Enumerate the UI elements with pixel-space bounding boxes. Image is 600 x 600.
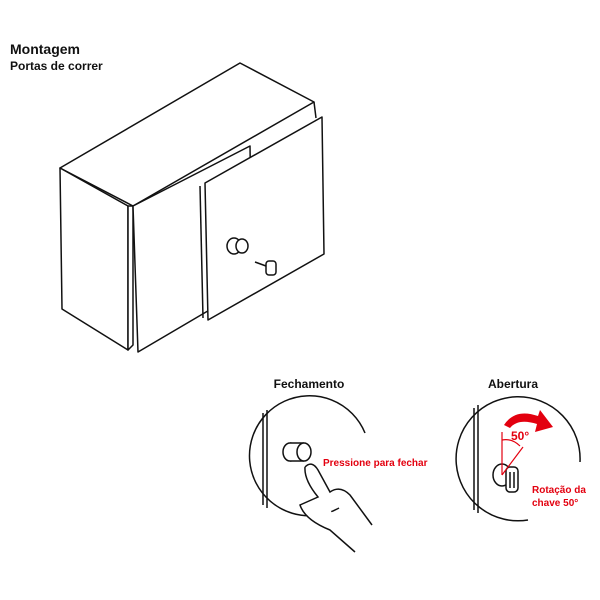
cabinet-back-edge <box>127 205 134 351</box>
rotation-angle-label: 50° <box>511 429 529 443</box>
closing-title: Fechamento <box>274 377 345 391</box>
page-title: Montagem <box>10 41 80 57</box>
cabinet-illustration <box>59 62 325 353</box>
closing-instruction: Pressione para fechar <box>323 458 428 469</box>
lock-icon <box>226 237 249 255</box>
pressing-hand-icon <box>299 463 373 553</box>
lock-cylinder-icon <box>282 442 312 462</box>
opening-title: Abertura <box>488 377 538 391</box>
opening-detail <box>455 396 581 522</box>
rotation-angle-indicator <box>501 432 524 476</box>
closing-detail <box>248 395 373 553</box>
lock-with-key-icon <box>492 463 519 493</box>
right-door <box>204 116 325 321</box>
rotation-arrow-icon <box>504 410 553 432</box>
key-icon <box>254 260 277 276</box>
page-subtitle: Portas de correr <box>10 59 103 73</box>
opening-instruction-line2: chave 50° <box>532 498 578 509</box>
opening-instruction-line1: Rotação da <box>532 485 586 496</box>
